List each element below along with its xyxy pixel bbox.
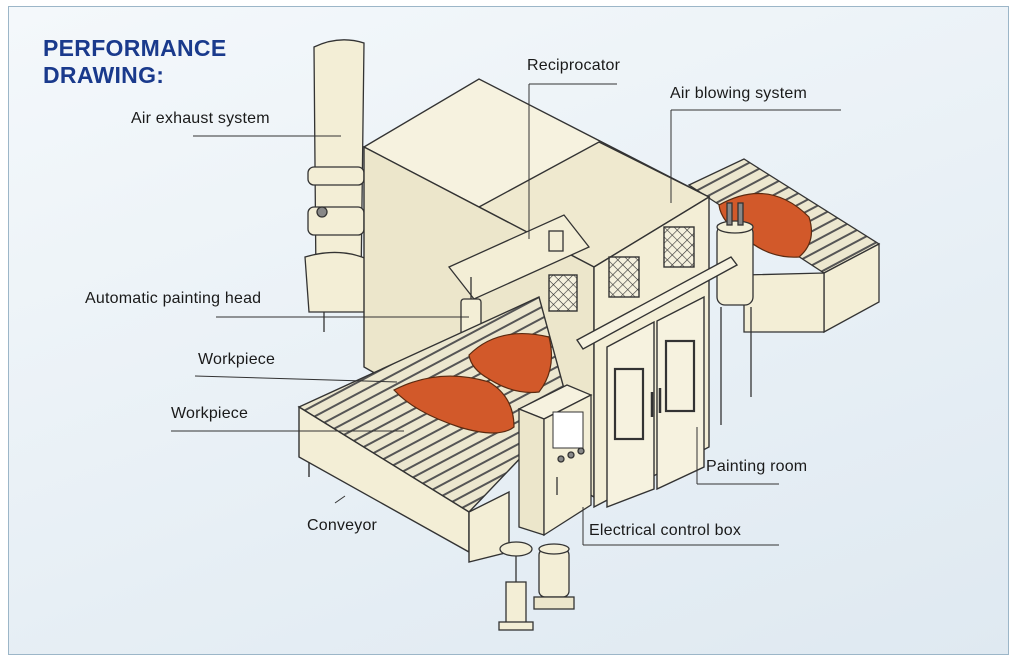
page-title: PERFORMANCE DRAWING: <box>43 35 226 89</box>
label-painting-room: Painting room <box>706 458 808 475</box>
spare-painting-stand <box>498 541 575 631</box>
label-automatic-painting-head: Automatic painting head <box>85 290 262 307</box>
label-air-blowing-system: Air blowing system <box>670 85 807 102</box>
label-workpiece-lower: Workpiece <box>171 405 249 422</box>
label-air-exhaust-system: Air exhaust system <box>131 110 270 127</box>
air-exhaust-system <box>304 39 368 332</box>
label-conveyor: Conveyor <box>307 517 378 534</box>
title-line-1: PERFORMANCE <box>43 35 227 61</box>
label-electrical-control-box: Electrical control box <box>589 522 742 539</box>
reciprocator <box>447 214 591 300</box>
workpiece-lower <box>393 375 515 434</box>
drawing-frame: PERFORMANCE DRAWING: <box>8 6 1009 655</box>
label-workpiece-upper: Workpiece <box>198 351 276 368</box>
title-line-2: DRAWING: <box>43 62 165 88</box>
label-reciprocator: Reciprocator <box>527 57 621 74</box>
spray-machine-illustration <box>171 39 881 631</box>
electrical-control-box <box>517 384 593 537</box>
workpiece-upper <box>468 332 552 394</box>
leader-lines <box>171 83 841 546</box>
